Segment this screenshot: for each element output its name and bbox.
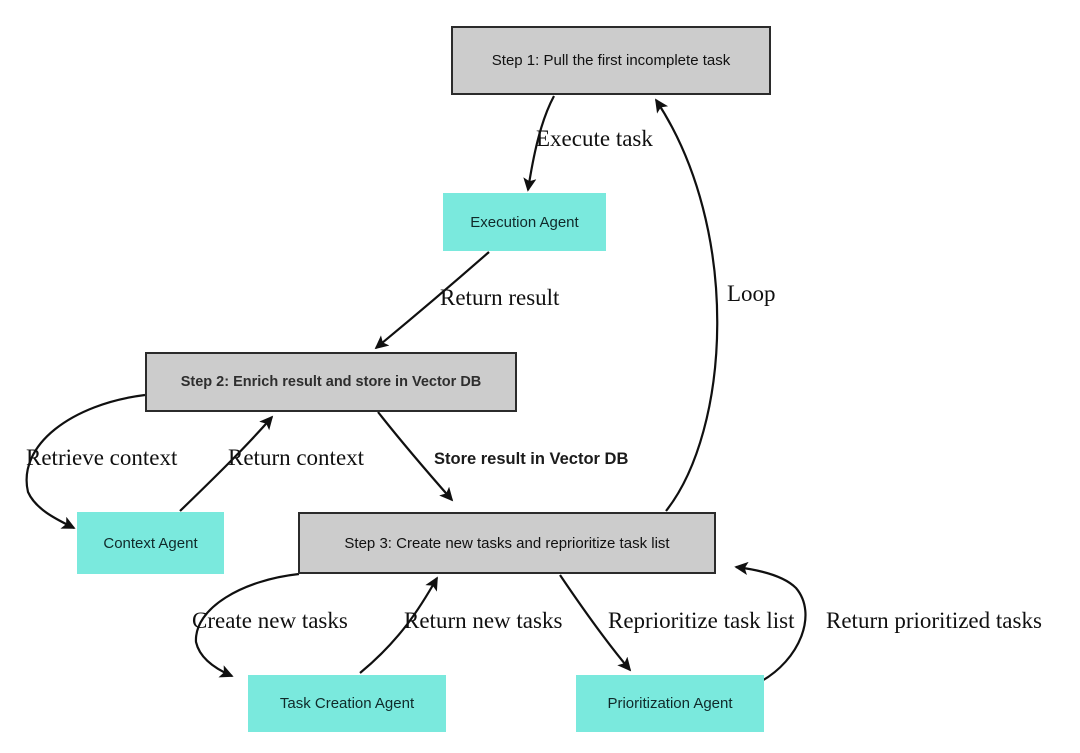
- edge-label-return-prioritized-tasks: Return prioritized tasks: [826, 608, 1042, 633]
- node-label: Prioritization Agent: [607, 695, 733, 712]
- edge-paths: [25, 95, 807, 683]
- edge-loop: [655, 98, 719, 512]
- edge-return-new-tasks: [359, 576, 438, 674]
- edge-label-return-new-tasks: Return new tasks: [404, 608, 563, 633]
- edge-label-create-new-tasks: Create new tasks: [192, 608, 348, 633]
- edge-label-retrieve-context: Retrieve context: [26, 445, 178, 470]
- node-execution-agent[interactable]: Execution Agent: [443, 193, 606, 251]
- node-context-agent[interactable]: Context Agent: [77, 512, 224, 574]
- edge-retrieve-context: [25, 393, 146, 529]
- edge-execute-task: [523, 95, 555, 192]
- node-label: Context Agent: [103, 534, 198, 552]
- node-label: Execution Agent: [470, 213, 579, 231]
- edge-create-new-tasks: [194, 572, 300, 678]
- edge-return-result: [374, 251, 490, 350]
- node-label: Step 1: Pull the first incomplete task: [491, 52, 731, 69]
- edge-label-loop: Loop: [727, 281, 776, 306]
- node-label: Task Creation Agent: [279, 695, 415, 712]
- node-prioritization-agent[interactable]: Prioritization Agent: [576, 675, 764, 732]
- node-step3[interactable]: Step 3: Create new tasks and reprioritiz…: [298, 512, 716, 574]
- node-step1[interactable]: Step 1: Pull the first incomplete task: [451, 26, 771, 95]
- node-label: Step 3: Create new tasks and reprioritiz…: [344, 534, 670, 552]
- edge-label-return-result: Return result: [440, 285, 560, 310]
- node-step2[interactable]: Step 2: Enrich result and store in Vecto…: [145, 352, 517, 412]
- edge-label-store-result: Store result in Vector DB: [434, 450, 629, 468]
- edge-label-execute-task: Execute task: [536, 126, 653, 151]
- edge-return-prioritized-tasks: [734, 561, 807, 683]
- edge-label-reprioritize-task-list: Reprioritize task list: [608, 608, 795, 633]
- node-label: Step 2: Enrich result and store in Vecto…: [180, 374, 482, 390]
- edge-return-context: [179, 415, 274, 512]
- edge-store-result: [377, 411, 454, 502]
- edge-reprioritize-task-list: [559, 574, 632, 672]
- node-task-creation-agent[interactable]: Task Creation Agent: [248, 675, 446, 732]
- edge-label-return-context: Return context: [228, 445, 365, 470]
